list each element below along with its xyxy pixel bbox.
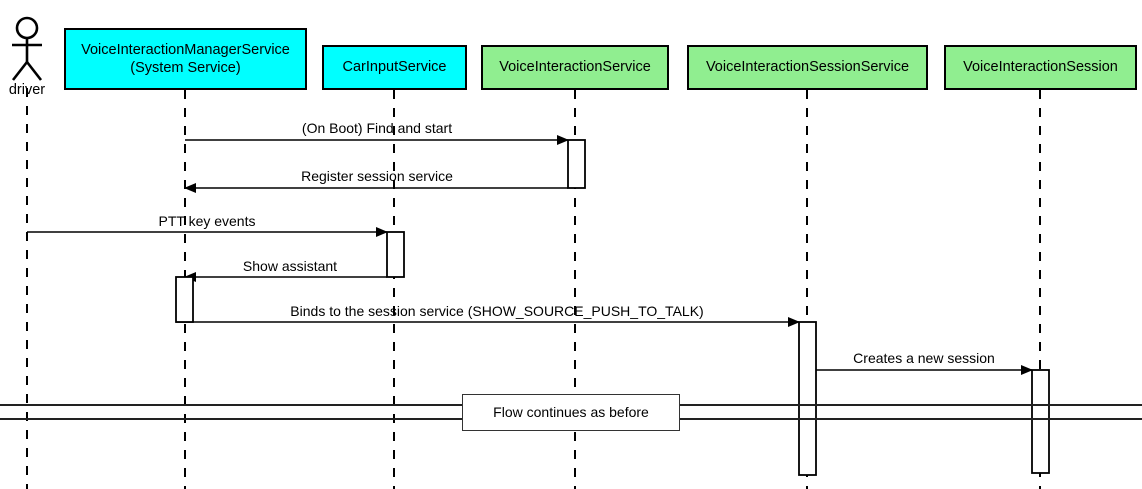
activation-bar-voiceinteractionservice: [567, 139, 586, 189]
participant-box-voiceinteractionservice[interactable]: VoiceInteractionService: [481, 45, 669, 90]
participant-box-voiceinteractionsession[interactable]: VoiceInteractionSession: [944, 45, 1137, 90]
participant-box-voiceinteractionmanagerservice[interactable]: VoiceInteractionManagerService (System Se…: [64, 28, 307, 90]
message-label-m6: Creates a new session: [853, 350, 995, 366]
activation-bar-voiceinteractionsession: [1031, 369, 1050, 474]
participant-box-voiceinteractionsessionservice[interactable]: VoiceInteractionSessionService: [687, 45, 928, 90]
message-label-m4: Show assistant: [242, 258, 338, 274]
participant-label-voiceinteractionmanagerservice: VoiceInteractionManagerService (System Se…: [81, 41, 290, 77]
participant-label-line1: VoiceInteractionSessionService: [705, 59, 910, 76]
participant-label-line1: CarInputService: [342, 59, 447, 76]
participant-label-line1: VoiceInteractionSession: [963, 59, 1118, 76]
participant-label-line2: (System Service): [130, 60, 241, 76]
note-label: Flow continues as before: [493, 404, 649, 421]
activation-bar-voiceinteractionmanagerservice: [175, 276, 194, 323]
participant-box-carinputservice[interactable]: CarInputService: [322, 45, 467, 90]
messages-group: [27, 135, 1033, 375]
message-label-m3: PTT key events: [158, 213, 256, 229]
activation-bars-group: [175, 139, 1050, 476]
participant-label-line1: VoiceInteractionService: [499, 59, 651, 76]
participant-label-carinputservice: CarInputService: [343, 58, 447, 76]
message-label-m5: Binds to the session service (SHOW_SOURC…: [290, 303, 704, 319]
participant-label-voiceinteractionservice: VoiceInteractionService: [499, 58, 651, 76]
note-flow-continues: Flow continues as before: [462, 394, 680, 431]
participant-label-line1: VoiceInteractionManagerService: [81, 41, 290, 58]
participant-label-voiceinteractionsessionservice: VoiceInteractionSessionService: [706, 58, 909, 76]
activation-bar-carinputservice: [386, 231, 405, 278]
activation-bar-voiceinteractionsessionservice: [798, 321, 817, 476]
message-label-m1: (On Boot) Find and start: [301, 120, 453, 136]
actor-label-driver: driver: [8, 82, 46, 98]
message-label-m2: Register session service: [301, 168, 453, 184]
participant-label-voiceinteractionsession: VoiceInteractionSession: [963, 58, 1118, 76]
actor-stick-figure: [11, 16, 43, 81]
